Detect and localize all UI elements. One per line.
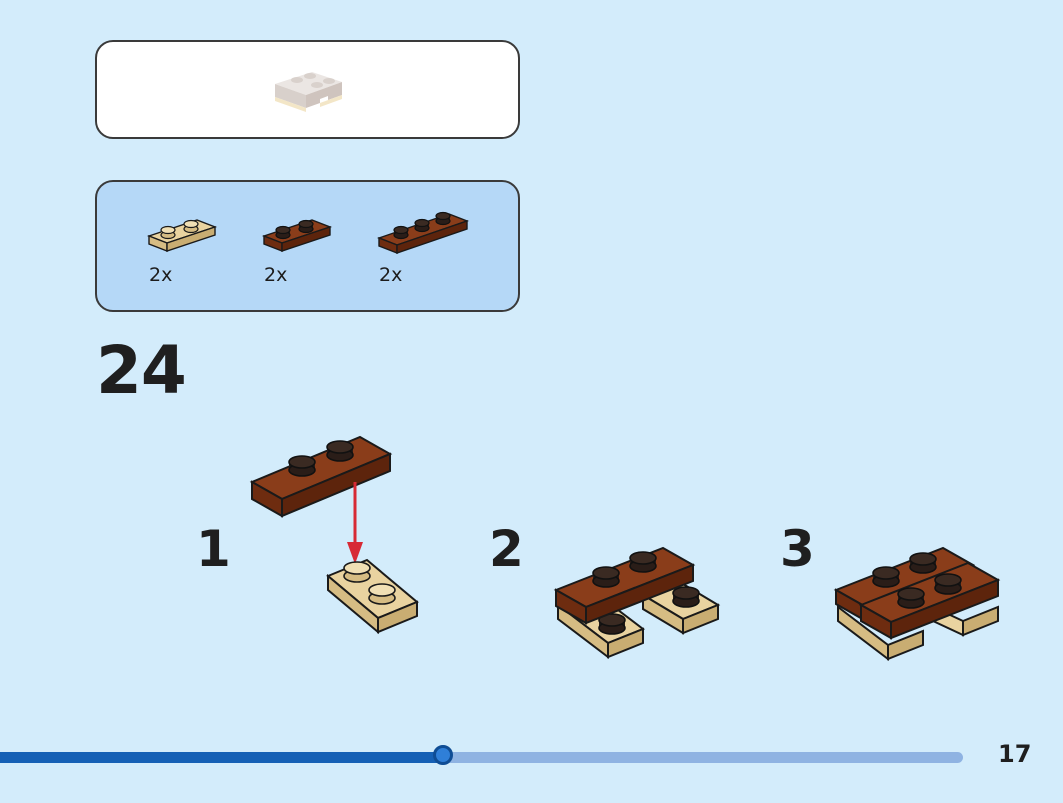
substep-2-illustration <box>553 546 721 660</box>
substep-1-illustration <box>249 435 419 635</box>
page-number: 17 <box>998 740 1032 768</box>
progress-indicator <box>433 745 453 765</box>
step-number: 24 <box>96 332 187 409</box>
substep-number: 2 <box>489 520 524 578</box>
brown-plate-1x3-image <box>376 211 470 255</box>
part-quantity: 2x <box>149 264 173 286</box>
preview-box <box>95 40 520 139</box>
tan-plate-1x2-image <box>146 219 218 253</box>
progress-fill <box>0 752 443 763</box>
parts-list-box: 2x 2x 2x <box>95 180 520 312</box>
preview-assembly-image <box>275 72 342 112</box>
part-quantity: 2x <box>379 264 403 286</box>
progress-track <box>0 752 963 763</box>
substep-number: 1 <box>196 520 231 578</box>
brown-plate-1x2-image <box>261 219 333 253</box>
substep-number: 3 <box>780 520 815 578</box>
substep-3-illustration <box>833 546 1001 662</box>
part-quantity: 2x <box>264 264 288 286</box>
